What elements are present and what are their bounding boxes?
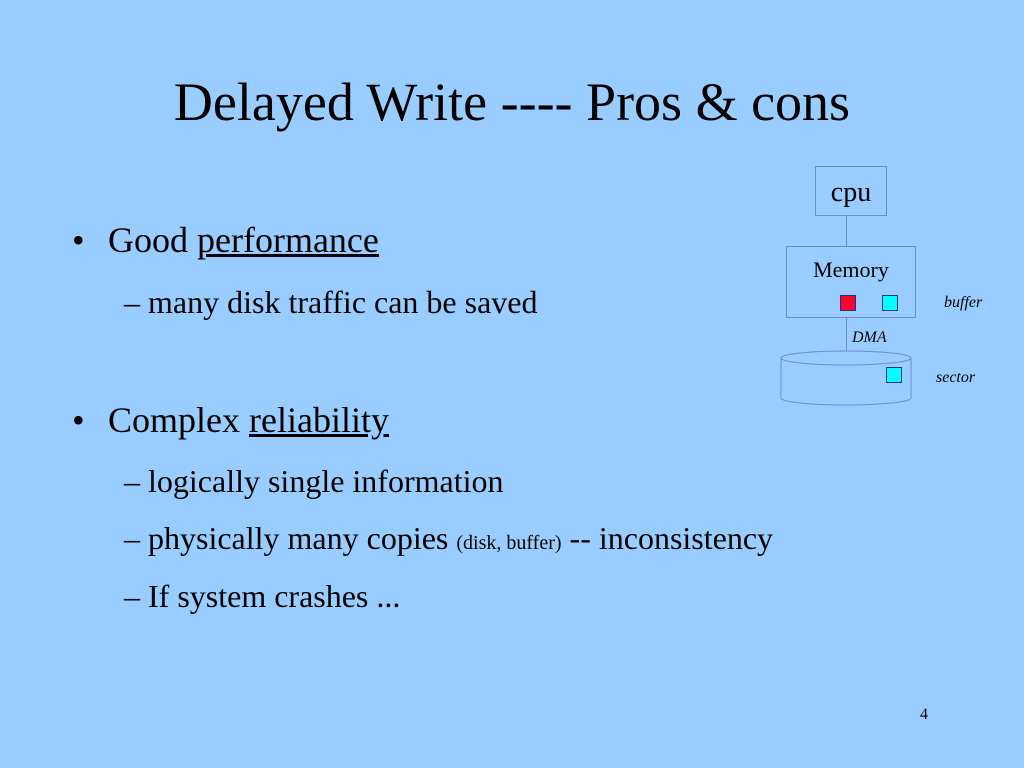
bullet-marker: • <box>72 220 85 260</box>
sector-label: sector <box>936 369 976 386</box>
sub-bullet-text: If system crashes ... <box>148 578 401 614</box>
bullet-marker: • <box>72 400 85 440</box>
bullet-underlined-text: performance <box>197 220 379 260</box>
cpu-memory-connector <box>846 216 847 246</box>
disk-sector-block <box>886 367 902 383</box>
sub-bullet-traffic: – many disk traffic can be saved <box>124 282 537 322</box>
bullet-reliability: • Complex reliability <box>72 398 389 442</box>
sub-bullet-small-text: (disk, buffer) <box>456 532 562 554</box>
sub-bullet-dash: – <box>124 578 140 614</box>
sub-bullet-physically: – physically many copies (disk, buffer) … <box>124 518 773 563</box>
buffer-block <box>882 295 898 311</box>
sub-bullet-text: many disk traffic can be saved <box>148 284 538 320</box>
slide-title: Delayed Write ---- Pros & cons <box>173 72 851 132</box>
sub-bullet-text: logically single information <box>148 463 504 499</box>
dma-label: DMA <box>852 329 887 346</box>
cpu-label: cpu <box>830 177 872 208</box>
sub-bullet-crashes: – If system crashes ... <box>124 576 400 616</box>
sub-bullet-dash: – <box>124 463 140 499</box>
memory-label: Memory <box>813 257 889 282</box>
disk-icon <box>780 350 912 406</box>
memory-hierarchy-diagram: cpu Memory buffer DMA sector <box>760 160 1020 420</box>
bullet-underlined-text: reliability <box>249 400 389 440</box>
sub-bullet-logically: – logically single information <box>124 461 503 501</box>
cpu-box: cpu <box>815 166 887 216</box>
memory-disk-connector <box>846 318 847 352</box>
sub-bullet-dash: – <box>124 520 140 556</box>
sub-bullet-text: physically many copies <box>148 520 457 556</box>
bullet-text: Complex <box>108 400 249 440</box>
bullet-text: Good <box>108 220 197 260</box>
sub-bullet-after-text: -- inconsistency <box>561 520 774 556</box>
page-number: 4 <box>920 706 928 723</box>
dirty-buffer-block <box>840 295 856 311</box>
bullet-performance: • Good performance <box>72 218 379 262</box>
sub-bullet-dash: – <box>124 284 140 320</box>
buffer-label: buffer <box>944 294 983 311</box>
